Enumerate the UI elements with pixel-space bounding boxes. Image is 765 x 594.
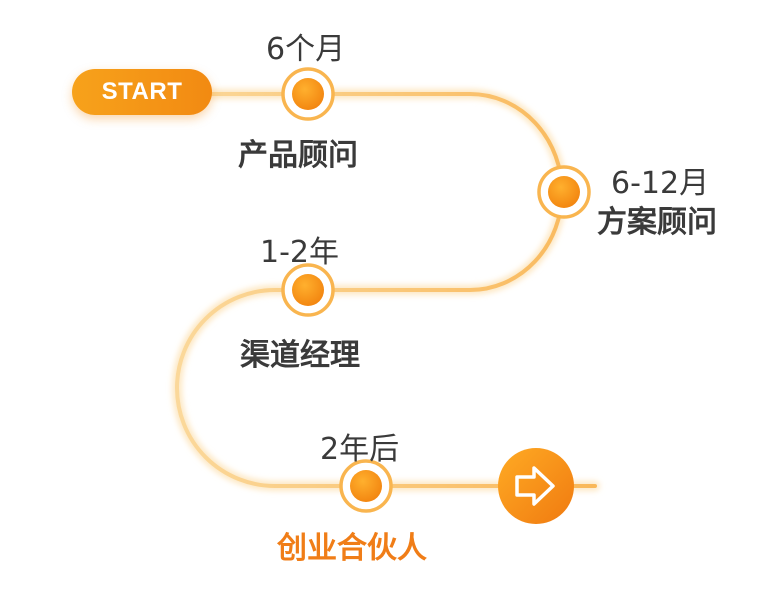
end-arrow-button[interactable]: [498, 448, 574, 524]
milestone-dot-4: [339, 459, 393, 513]
stage-1-period: 6个月: [266, 32, 346, 67]
start-button[interactable]: START: [72, 69, 212, 115]
arrow-right-icon: [515, 466, 555, 506]
career-path-line: [175, 92, 597, 488]
milestone-dot-2: [537, 165, 591, 219]
stage-4-period: 2年后: [320, 432, 400, 467]
milestone-dot-3: [281, 263, 335, 317]
stage-2-role: 方案顾问: [597, 205, 717, 240]
stage-3-role: 渠道经理: [240, 338, 360, 373]
stage-1-role: 产品顾问: [238, 138, 358, 173]
stage-3-period: 1-2年: [260, 235, 339, 270]
stage-2-period: 6-12月: [611, 166, 710, 201]
stage-4-role: 创业合伙人: [277, 531, 427, 566]
milestone-dot-1: [281, 67, 335, 121]
